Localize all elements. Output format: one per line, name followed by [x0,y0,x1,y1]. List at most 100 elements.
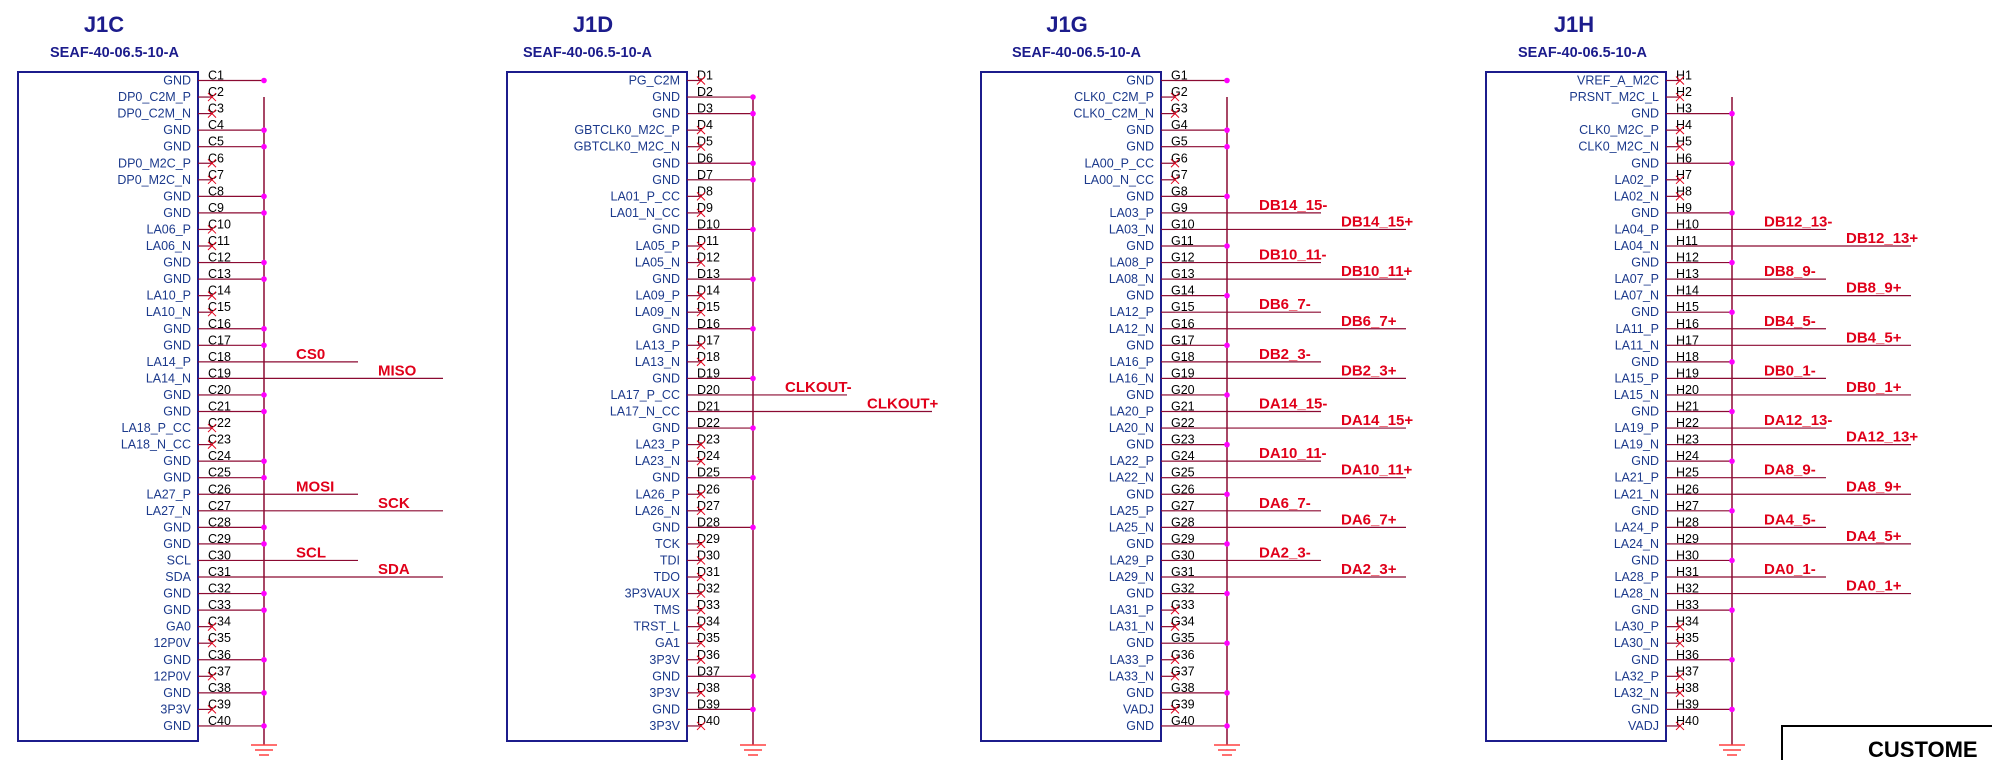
pin-number: G26 [1171,482,1195,496]
net-label: DB2_3- [1259,346,1311,363]
pin-number: C17 [208,333,231,347]
pin-number: G3 [1171,102,1188,116]
pin-number: H7 [1676,168,1692,182]
pin-signal-name: GND [1126,239,1154,253]
pin-signal-name: 3P3V [649,686,680,700]
pin-signal-name: GND [1126,686,1154,700]
no-connect-mark [1675,191,1685,201]
junction-dot [750,425,756,431]
pin-signal-name: GBTCLK0_M2C_P [574,123,680,137]
net-label: CLKOUT- [785,379,852,396]
no-connect-mark [207,225,217,234]
junction-dot [261,210,267,216]
pin-number: G30 [1171,548,1195,562]
connector-reference: J1G [1046,12,1088,37]
pin-number: H18 [1676,350,1699,364]
no-connect-mark [1675,622,1685,632]
pin-signal-name: GND [163,140,191,154]
pin-signal-name: LA11_P [1615,322,1659,336]
pin-number: H1 [1676,69,1692,83]
pin-number: C27 [208,499,231,513]
pin-signal-name: GND [163,520,191,534]
pin-number: D2 [697,85,713,99]
pin-signal-name: GND [1126,123,1154,137]
pin-number: D4 [697,118,713,132]
no-connect-mark [1675,76,1685,85]
junction-dot [1224,342,1230,349]
connector-body [1485,71,1667,742]
junction-dot [1224,723,1230,729]
pin-signal-name: GND [163,272,191,286]
pin-number: D39 [697,697,720,711]
pin-signal-name: LA01_P_CC [611,189,681,203]
pin-number: D25 [697,466,720,480]
net-label: DB12_13+ [1846,230,1918,247]
junction-dot [750,226,756,233]
pin-signal-name: LA33_N [1109,669,1154,683]
pin-number: H25 [1676,466,1699,480]
net-label: DB4_5+ [1846,329,1902,346]
pin-number: C30 [208,548,231,562]
pin-signal-name: GND [652,107,680,121]
pin-signal-name: LA12_N [1109,322,1154,336]
net-label: DB8_9+ [1846,280,1902,297]
pin-signal-name: LA10_N [146,305,191,319]
pin-number: G11 [1171,234,1194,248]
pin-signal-name: LA24_N [1614,537,1659,551]
pin-number: G35 [1171,631,1195,645]
pin-number: H14 [1676,284,1699,298]
no-connect-mark [207,92,217,102]
pin-number: G4 [1171,118,1188,132]
title-block-frame [1781,725,1992,760]
no-connect-mark [207,158,217,168]
pin-signal-name: GND [163,587,191,601]
pin-signal-name: LA04_N [1614,239,1659,253]
pin-number: G25 [1171,466,1195,480]
pin-signal-name: DP0_C2M_P [118,90,191,104]
pin-number: H24 [1676,449,1699,463]
pin-signal-name: GND [652,156,680,170]
pin-signal-name: LA00_P_CC [1085,156,1155,170]
junction-dot [1729,408,1735,415]
no-connect-mark [1675,721,1685,731]
junction-dot [261,392,267,398]
pin-signal-name: GND [652,322,680,336]
net-label: DA8_9+ [1846,478,1902,495]
pin-number: H10 [1676,217,1699,231]
pin-signal-name: DP0_M2C_N [117,173,191,187]
no-connect-mark [696,440,706,449]
net-label: CS0 [296,346,325,363]
pin-signal-name: GND [163,603,191,617]
pin-number: G28 [1171,515,1195,529]
no-connect-mark [696,241,706,251]
no-connect-mark [1675,671,1685,681]
junction-dot [1224,143,1230,150]
junction-dot [261,143,267,150]
no-connect-mark [207,109,217,118]
pin-signal-name: GND [163,719,191,733]
pin-signal-name: LA02_N [1614,189,1659,203]
pin-number: D10 [697,217,720,231]
net-label: SCL [296,544,326,561]
pin-signal-name: LA14_N [146,371,191,385]
pin-signal-name: GND [163,256,191,270]
pin-number: H26 [1676,482,1699,496]
junction-dot [261,656,267,663]
pin-number: D20 [697,383,720,397]
no-connect-mark [1170,671,1180,681]
pin-signal-name: GND [652,520,680,534]
pin-signal-name: LA09_N [635,305,680,319]
pin-number: H27 [1676,499,1699,513]
pin-signal-name: VADJ [1123,702,1154,716]
pin-signal-name: GND [1126,189,1154,203]
net-label: DA8_9- [1764,462,1816,479]
pin-number: C24 [208,449,231,463]
net-label: MISO [378,362,417,379]
pin-number: H16 [1676,317,1699,331]
pin-signal-name: GND [1126,587,1154,601]
no-connect-mark [207,423,217,433]
pin-number: H39 [1676,697,1699,711]
